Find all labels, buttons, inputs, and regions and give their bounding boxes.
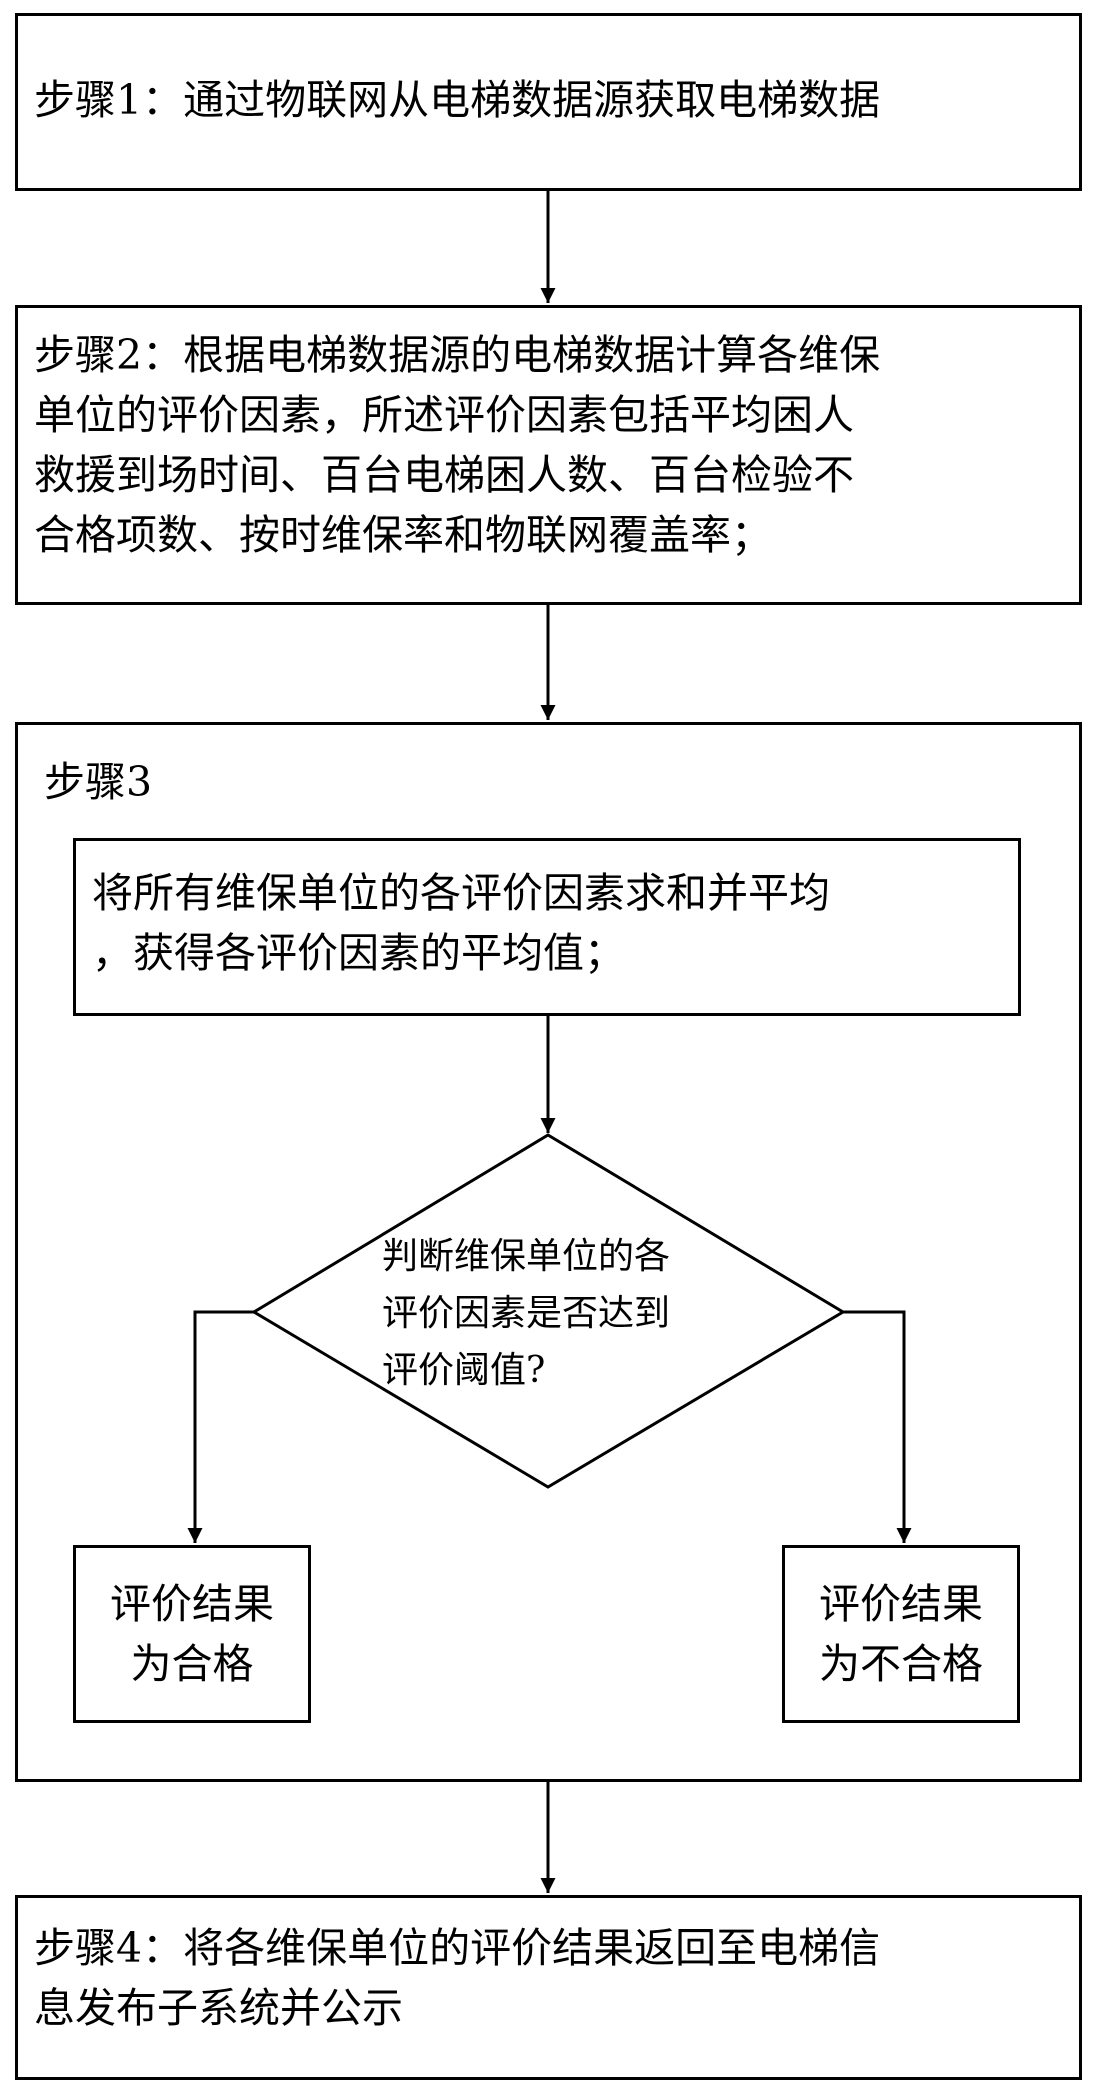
decision-diamond [251, 1133, 846, 1489]
step4-text: 步骤4：将各维保单位的评价结果返回至电梯信 息发布子系统并公示 [34, 1924, 881, 2032]
fail-result-text: 评价结果 为不合格 [819, 1580, 983, 1688]
decision-text-line3: 评价阈值? [382, 1350, 545, 1391]
step4-box [15, 1895, 1082, 2080]
decision-text-line1: 判断维保单位的各 [382, 1236, 670, 1277]
step1-text: 步骤1：通过物联网从电梯数据源获取电梯数据 [34, 76, 881, 124]
average-box [73, 838, 1021, 1016]
pass-result-box [73, 1545, 311, 1723]
average-text: 将所有维保单位的各评价因素求和并平均 ，获得各评价因素的平均值； [92, 869, 830, 977]
fail-result-box [782, 1545, 1020, 1723]
step2-text: 步骤2：根据电梯数据源的电梯数据计算各维保 单位的评价因素，所述评价因素包括平均… [34, 331, 881, 559]
pass-result-text: 评价结果 为合格 [110, 1580, 274, 1688]
arrow-decision-to-fail [843, 1310, 912, 1543]
step2-box [15, 305, 1082, 605]
decision-text-line2: 评价因素是否达到 [382, 1293, 670, 1334]
arrow-decision-to-pass [187, 1310, 254, 1543]
step3-label: 步骤3 [44, 758, 153, 806]
step1-box [15, 13, 1082, 191]
